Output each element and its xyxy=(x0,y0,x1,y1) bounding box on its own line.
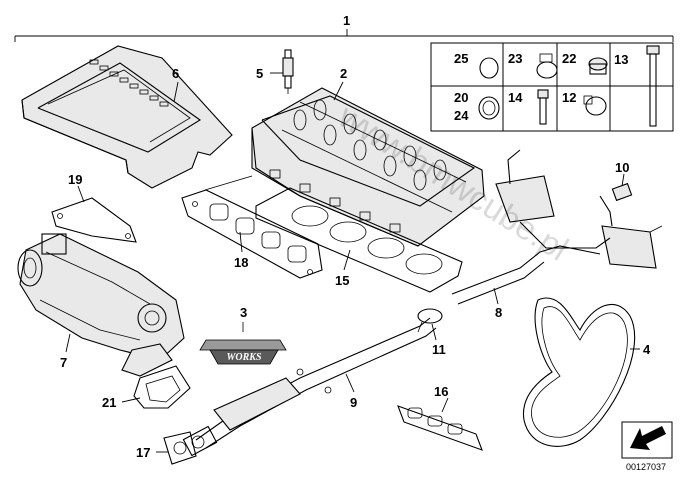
callout-5: 5 xyxy=(256,66,263,81)
callout-9: 9 xyxy=(350,395,357,410)
inset-label-25: 25 xyxy=(454,51,468,66)
supercharger-gasket[interactable] xyxy=(51,197,137,243)
exhaust-gasket[interactable] xyxy=(163,431,197,465)
callout-17: 17 xyxy=(136,445,150,460)
sealing-ring-25[interactable] xyxy=(479,57,499,79)
inset-label-22: 22 xyxy=(562,51,576,66)
callout-11: 11 xyxy=(432,342,446,357)
cylinder-head-gasket[interactable] xyxy=(255,187,463,293)
exhaust-sleeve[interactable] xyxy=(611,182,633,202)
screw-plug-22[interactable] xyxy=(588,57,608,75)
callout-1: 1 xyxy=(343,13,350,28)
works-text: WORKS xyxy=(226,352,261,363)
hardware-inset xyxy=(430,42,674,132)
bolt-13[interactable] xyxy=(646,45,660,127)
rear-silencer[interactable] xyxy=(451,149,663,305)
inset-label-24: 24 xyxy=(454,108,469,123)
callout-10: 10 xyxy=(615,160,629,175)
engine-cover[interactable] xyxy=(21,45,233,189)
callout-19: 19 xyxy=(68,172,82,187)
exhaust-clamp[interactable] xyxy=(417,308,443,333)
callout-21: 21 xyxy=(102,395,116,410)
intake-duct[interactable] xyxy=(121,343,191,409)
callout-15: 15 xyxy=(335,273,349,288)
callout-8: 8 xyxy=(495,305,502,320)
bolt-14[interactable] xyxy=(537,89,549,125)
inset-label-23: 23 xyxy=(508,51,522,66)
spark-plug[interactable] xyxy=(282,49,294,94)
sealing-ring-20[interactable] xyxy=(478,96,500,120)
group-bracket xyxy=(14,29,674,42)
clamp-12[interactable] xyxy=(583,95,607,116)
manifold-gasket-16[interactable] xyxy=(397,405,483,451)
ribbed-v-belt[interactable] xyxy=(522,297,636,447)
callout-labels: 1 2 3 4 5 6 7 8 9 10 11 13 14 15 16 17 1… xyxy=(60,13,651,460)
inset-label-12: 12 xyxy=(562,90,576,105)
hose-clamp-23[interactable] xyxy=(536,53,558,79)
direction-arrow-icon xyxy=(621,421,673,459)
callout-13: 13 xyxy=(614,52,628,67)
works-emblem[interactable]: WORKS xyxy=(199,322,287,365)
inset-label-20: 20 xyxy=(454,90,468,105)
callout-2: 2 xyxy=(340,66,347,81)
callout-3: 3 xyxy=(240,305,247,320)
callout-6: 6 xyxy=(172,66,179,81)
callout-14: 14 xyxy=(508,90,523,105)
front-silencer[interactable] xyxy=(182,317,437,457)
callout-7: 7 xyxy=(60,355,67,370)
supercharger[interactable] xyxy=(17,233,185,361)
exhaust-manifold-gasket[interactable] xyxy=(181,189,323,279)
callout-4: 4 xyxy=(643,342,651,357)
cylinder-head[interactable] xyxy=(251,87,485,247)
diagram-id: 00127037 xyxy=(626,462,666,472)
callout-18: 18 xyxy=(234,255,248,270)
callout-16: 16 xyxy=(434,384,448,399)
